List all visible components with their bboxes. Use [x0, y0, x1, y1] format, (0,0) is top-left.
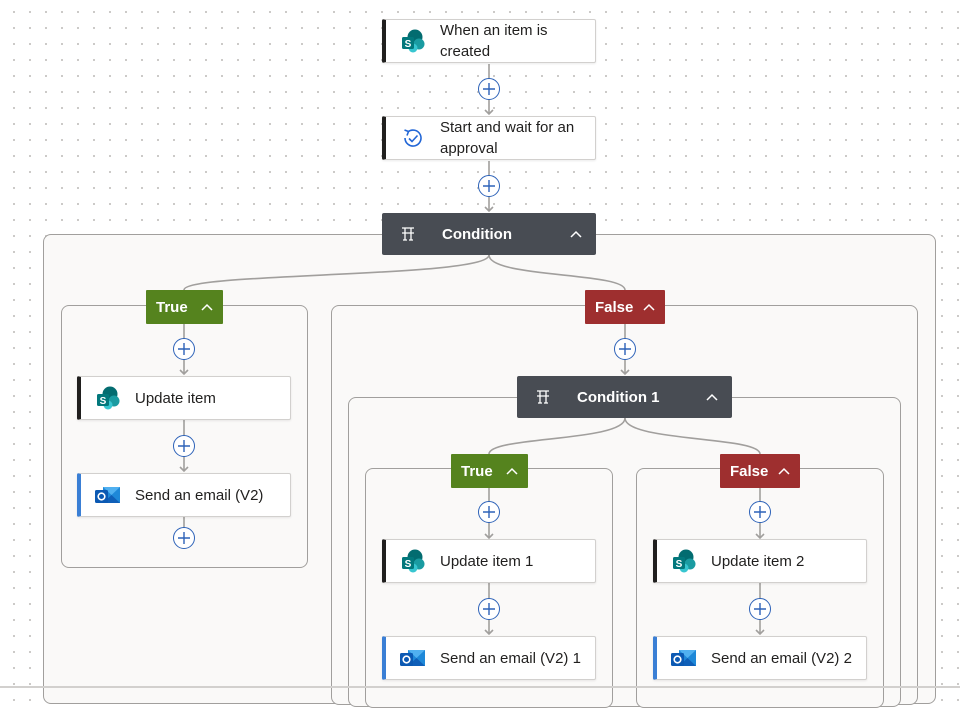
add-step-button[interactable]	[749, 598, 771, 620]
outlook-icon	[669, 643, 699, 673]
add-step-button[interactable]	[749, 501, 771, 523]
chevron-up-icon[interactable]	[504, 467, 520, 475]
chevron-up-icon[interactable]	[568, 230, 584, 238]
true-branch-header[interactable]: True	[146, 290, 223, 324]
condition-icon	[396, 226, 420, 242]
action-label: Send an email (V2)	[135, 486, 264, 504]
update-item-card[interactable]: S Update item	[77, 376, 291, 420]
send-email-card[interactable]: Send an email (V2)	[77, 473, 291, 517]
approval-card[interactable]: Start and wait for an approval	[382, 116, 596, 160]
outlook-icon	[93, 480, 123, 510]
sharepoint-icon: S	[669, 546, 699, 576]
action-label: Update item 2	[711, 552, 805, 570]
sharepoint-icon: S	[398, 26, 428, 56]
condition-label: Condition	[442, 225, 512, 243]
plus-icon	[178, 343, 190, 355]
action-label: Update item	[135, 389, 216, 407]
svg-text:S: S	[405, 559, 412, 570]
condition-1-false-header[interactable]: False	[720, 454, 800, 488]
plus-icon	[619, 343, 631, 355]
condition-1-header[interactable]: Condition 1	[517, 376, 732, 418]
plus-icon	[754, 506, 766, 518]
add-step-button[interactable]	[173, 527, 195, 549]
add-step-button[interactable]	[478, 501, 500, 523]
add-step-button[interactable]	[478, 78, 500, 100]
condition-1-label: Condition 1	[577, 388, 660, 406]
canvas-bottom-border	[0, 686, 960, 688]
chevron-up-icon[interactable]	[704, 393, 720, 401]
send-email-1-card[interactable]: Send an email (V2) 1	[382, 636, 596, 680]
plus-icon	[178, 532, 190, 544]
false-branch-label: False	[595, 298, 634, 316]
plus-icon	[483, 506, 495, 518]
outlook-icon	[398, 643, 428, 673]
add-step-button[interactable]	[614, 338, 636, 360]
sharepoint-icon: S	[93, 383, 123, 413]
svg-text:S: S	[405, 39, 412, 50]
action-label: Send an email (V2) 2	[711, 649, 852, 667]
svg-text:S: S	[676, 559, 683, 570]
approval-icon	[398, 123, 428, 153]
trigger-card[interactable]: S When an item is created	[382, 19, 596, 63]
add-step-button[interactable]	[173, 435, 195, 457]
send-email-2-card[interactable]: Send an email (V2) 2	[653, 636, 867, 680]
trigger-label: When an item is created	[440, 22, 548, 60]
action-label: Update item 1	[440, 552, 534, 570]
plus-icon	[178, 440, 190, 452]
condition-icon	[531, 389, 555, 405]
true-branch-label: True	[156, 298, 188, 316]
svg-text:S: S	[100, 396, 107, 407]
plus-icon	[483, 83, 495, 95]
add-step-button[interactable]	[478, 598, 500, 620]
chevron-up-icon[interactable]	[641, 303, 657, 311]
true-branch-label: True	[461, 462, 493, 480]
chevron-up-icon[interactable]	[776, 467, 792, 475]
update-item-1-card[interactable]: S Update item 1	[382, 539, 596, 583]
plus-icon	[483, 180, 495, 192]
add-step-button[interactable]	[173, 338, 195, 360]
approval-label: Start and wait for an approval	[440, 119, 575, 157]
false-branch-label: False	[730, 462, 769, 480]
sharepoint-icon: S	[398, 546, 428, 576]
condition-1-true-header[interactable]: True	[451, 454, 528, 488]
update-item-2-card[interactable]: S Update item 2	[653, 539, 867, 583]
add-step-button[interactable]	[478, 175, 500, 197]
condition-header[interactable]: Condition	[382, 213, 596, 255]
plus-icon	[754, 603, 766, 615]
chevron-up-icon[interactable]	[199, 303, 215, 311]
plus-icon	[483, 603, 495, 615]
action-label: Send an email (V2) 1	[440, 649, 581, 667]
false-branch-header[interactable]: False	[585, 290, 665, 324]
